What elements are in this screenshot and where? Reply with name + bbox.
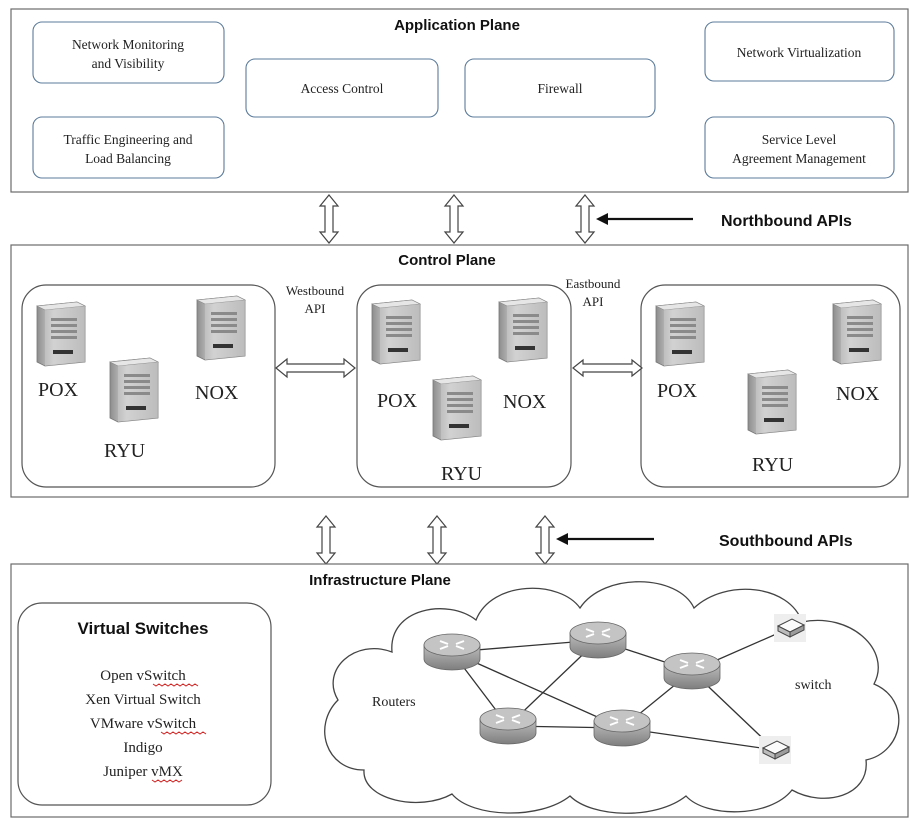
app-traffic-engineering: Traffic Engineering and Load Balancing — [32, 116, 225, 179]
virtual-switches-title: Virtual Switches — [77, 619, 208, 638]
pox-label: POX — [657, 380, 698, 402]
spellcheck-underline — [151, 779, 183, 783]
ryu-server-icon — [747, 369, 797, 435]
ryu-server-icon — [109, 357, 159, 423]
infrastructure-plane-title: Infrastructure Plane — [309, 572, 451, 589]
nox-label: NOX — [195, 382, 239, 404]
app-network-virtualization: Network Virtualization — [704, 21, 895, 82]
app-access-control: Access Control — [245, 58, 439, 118]
controller-cluster-3: POX NOX RYU — [640, 284, 901, 488]
southbound-apis-label: Southbound APIs — [719, 533, 853, 550]
router-icon — [593, 709, 651, 747]
southbound-pointer-arrow — [556, 533, 654, 545]
pox-label: POX — [38, 379, 79, 401]
app-traffic-engineering-line2: Load Balancing — [85, 151, 171, 166]
controller-cluster-1: POX NOX RYU — [21, 284, 276, 488]
app-sla-management-line1: Service Level — [762, 132, 837, 147]
southbound-arrow-2 — [426, 515, 448, 565]
ryu-label: RYU — [752, 454, 794, 476]
northbound-arrow-1 — [318, 194, 340, 244]
switch-icon — [773, 613, 807, 643]
westbound-double-arrow — [275, 357, 356, 379]
router-icon — [423, 633, 481, 671]
controller-cluster-2: POX NOX RYU — [356, 284, 572, 488]
app-network-monitoring: Network Monitoring and Visibility — [32, 21, 225, 84]
switch-icon — [758, 735, 792, 765]
westbound-api-line2: API — [305, 301, 326, 316]
southbound-arrow-3 — [534, 515, 556, 565]
virtual-switch-item: Indigo — [123, 740, 162, 756]
virtual-switch-item: Xen Virtual Switch — [85, 692, 201, 708]
app-sla-management-line2: Agreement Management — [732, 151, 866, 166]
router-icon — [479, 707, 537, 745]
switch-label: switch — [795, 678, 832, 693]
spellcheck-underline — [160, 731, 207, 735]
ryu-server-icon — [432, 375, 482, 441]
app-sla-management: Service Level Agreement Management — [704, 116, 895, 179]
northbound-apis-label: Northbound APIs — [721, 213, 852, 230]
app-firewall: Firewall — [464, 58, 656, 118]
northbound-pointer-arrow — [596, 213, 693, 225]
app-network-monitoring-line1: Network Monitoring — [72, 37, 184, 52]
westbound-api-line1: Westbound — [286, 283, 345, 298]
pox-server-icon — [36, 301, 86, 367]
pox-server-icon — [655, 301, 705, 367]
control-plane-title: Control Plane — [398, 252, 496, 269]
app-firewall-label: Firewall — [538, 81, 583, 96]
nox-label: NOX — [836, 383, 880, 405]
pox-server-icon — [371, 299, 421, 365]
nox-server-icon — [832, 299, 882, 365]
eastbound-double-arrow — [572, 358, 643, 378]
app-traffic-engineering-line1: Traffic Engineering and — [64, 132, 193, 147]
ryu-label: RYU — [441, 463, 483, 485]
routers-label: Routers — [372, 695, 416, 710]
eastbound-api-line1: Eastbound — [566, 276, 621, 291]
application-plane-title: Application Plane — [394, 17, 520, 34]
app-network-monitoring-line2: and Visibility — [92, 56, 165, 71]
virtual-switches-box: Virtual Switches Open vSwitch Xen Virtua… — [17, 602, 272, 806]
northbound-arrow-2 — [443, 194, 465, 244]
southbound-arrow-1 — [315, 515, 337, 565]
northbound-arrow-3 — [574, 194, 596, 244]
spellcheck-underline — [152, 683, 199, 687]
router-icon — [663, 652, 721, 690]
eastbound-api-line2: API — [583, 294, 604, 309]
ryu-label: RYU — [104, 440, 146, 462]
nox-server-icon — [498, 297, 548, 363]
app-access-control-label: Access Control — [301, 81, 384, 96]
virtual-switch-item: VMware vSwitch — [90, 716, 197, 732]
nox-label: NOX — [503, 391, 547, 413]
virtual-switch-item: Juniper vMX — [103, 764, 183, 780]
pox-label: POX — [377, 390, 418, 412]
app-network-virtualization-label: Network Virtualization — [737, 45, 862, 60]
nox-server-icon — [196, 295, 246, 361]
virtual-switch-item: Open vSwitch — [100, 668, 186, 684]
router-icon — [569, 621, 627, 659]
